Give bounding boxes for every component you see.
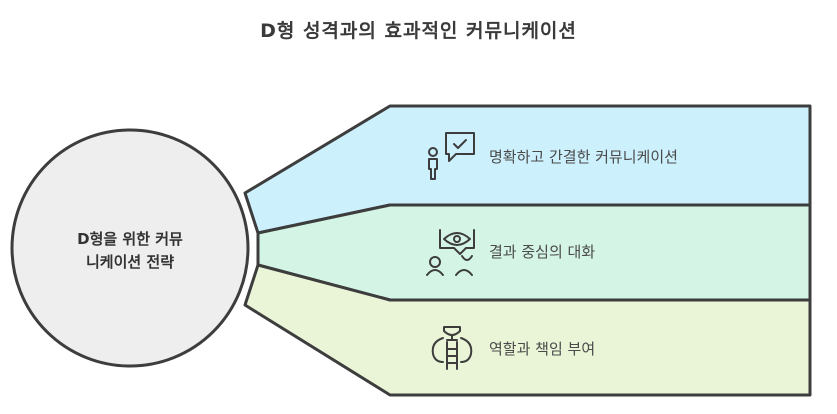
eye-people-conversation-icon	[426, 229, 475, 276]
center-label-line1: D형을 위한 커뮤	[77, 230, 183, 248]
item-label-roles-responsibility: 역할과 책임 부여	[489, 340, 596, 358]
item-label-clear-communication: 명확하고 간결한 커뮤니케이션	[489, 148, 678, 166]
trophy-ladder-icon	[431, 326, 473, 370]
center-label-line2: 니케이션 전략	[85, 253, 175, 271]
person-checkmark-speech-icon	[428, 132, 475, 180]
band-roles-responsibility	[243, 263, 812, 397]
item-label-result-oriented: 결과 중심의 대화	[489, 243, 596, 261]
diagram-title: D형 성격과의 효과적인 커뮤니케이션	[260, 20, 577, 42]
center-label: D형을 위한 커뮤 니케이션 전략	[30, 228, 230, 274]
center-circle	[10, 128, 250, 368]
